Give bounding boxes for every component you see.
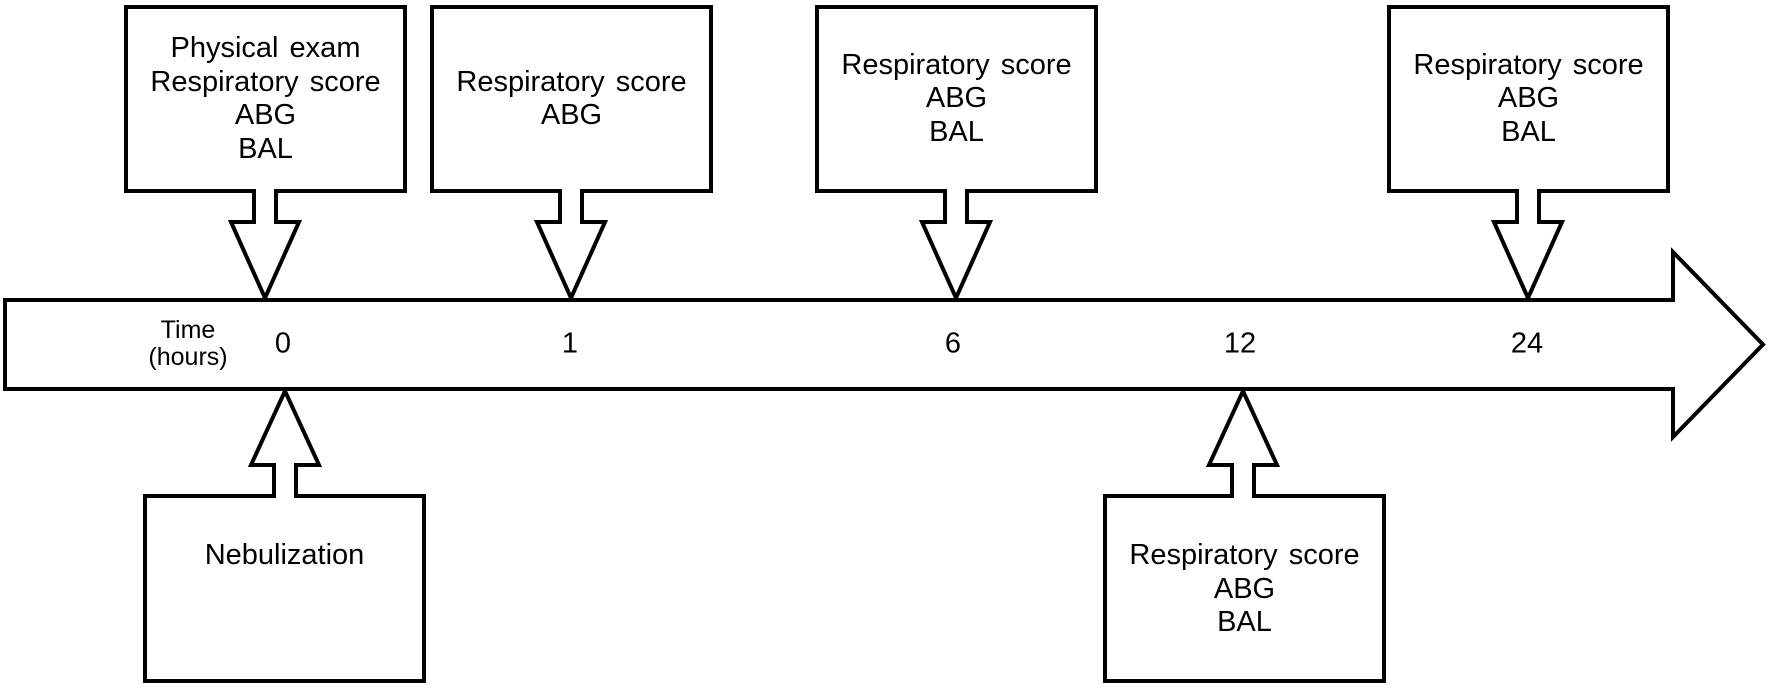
timeline-arrow-shape <box>3 247 1766 442</box>
tick-label-hour-24: 24 <box>1510 327 1544 360</box>
event-box-text-line: ABG <box>1213 572 1276 605</box>
event-box-text-line: Respiratory score <box>150 65 381 98</box>
tick-label-hour-6: 6 <box>944 327 962 360</box>
event-box-text-line: BAL <box>1217 606 1272 638</box>
event-box-text-line: BAL <box>238 132 293 165</box>
tick-label-hour-0: 0 <box>274 327 292 360</box>
event-box-text-line: Respiratory score <box>1413 48 1644 81</box>
event-box-text-line: ABG <box>540 99 603 131</box>
event-box-text-line: Respiratory score <box>1129 539 1360 571</box>
event-box-text-line: Respiratory score <box>841 48 1072 81</box>
event-box-text-line: ABG <box>234 99 297 131</box>
event-box-text-line: BAL <box>1501 115 1556 148</box>
tick-label-hour-1: 1 <box>561 327 579 360</box>
time-axis-label-line2: (hours) <box>148 343 228 371</box>
event-box-text-line: ABG <box>925 82 988 115</box>
tick-label-hour-12: 12 <box>1223 327 1257 360</box>
event-box-below-hour-0: Nebulization <box>143 494 426 683</box>
event-box-text-line: Nebulization <box>204 539 365 571</box>
time-axis-label-line1: Time <box>160 316 216 344</box>
event-box-text-line: BAL <box>929 115 984 148</box>
event-box-text-line: ABG <box>1497 82 1560 115</box>
time-axis-label: Time (hours) <box>148 317 227 371</box>
event-box-text-line: Physical exam <box>170 32 361 64</box>
event-box-text-line: Respiratory score <box>456 65 687 98</box>
